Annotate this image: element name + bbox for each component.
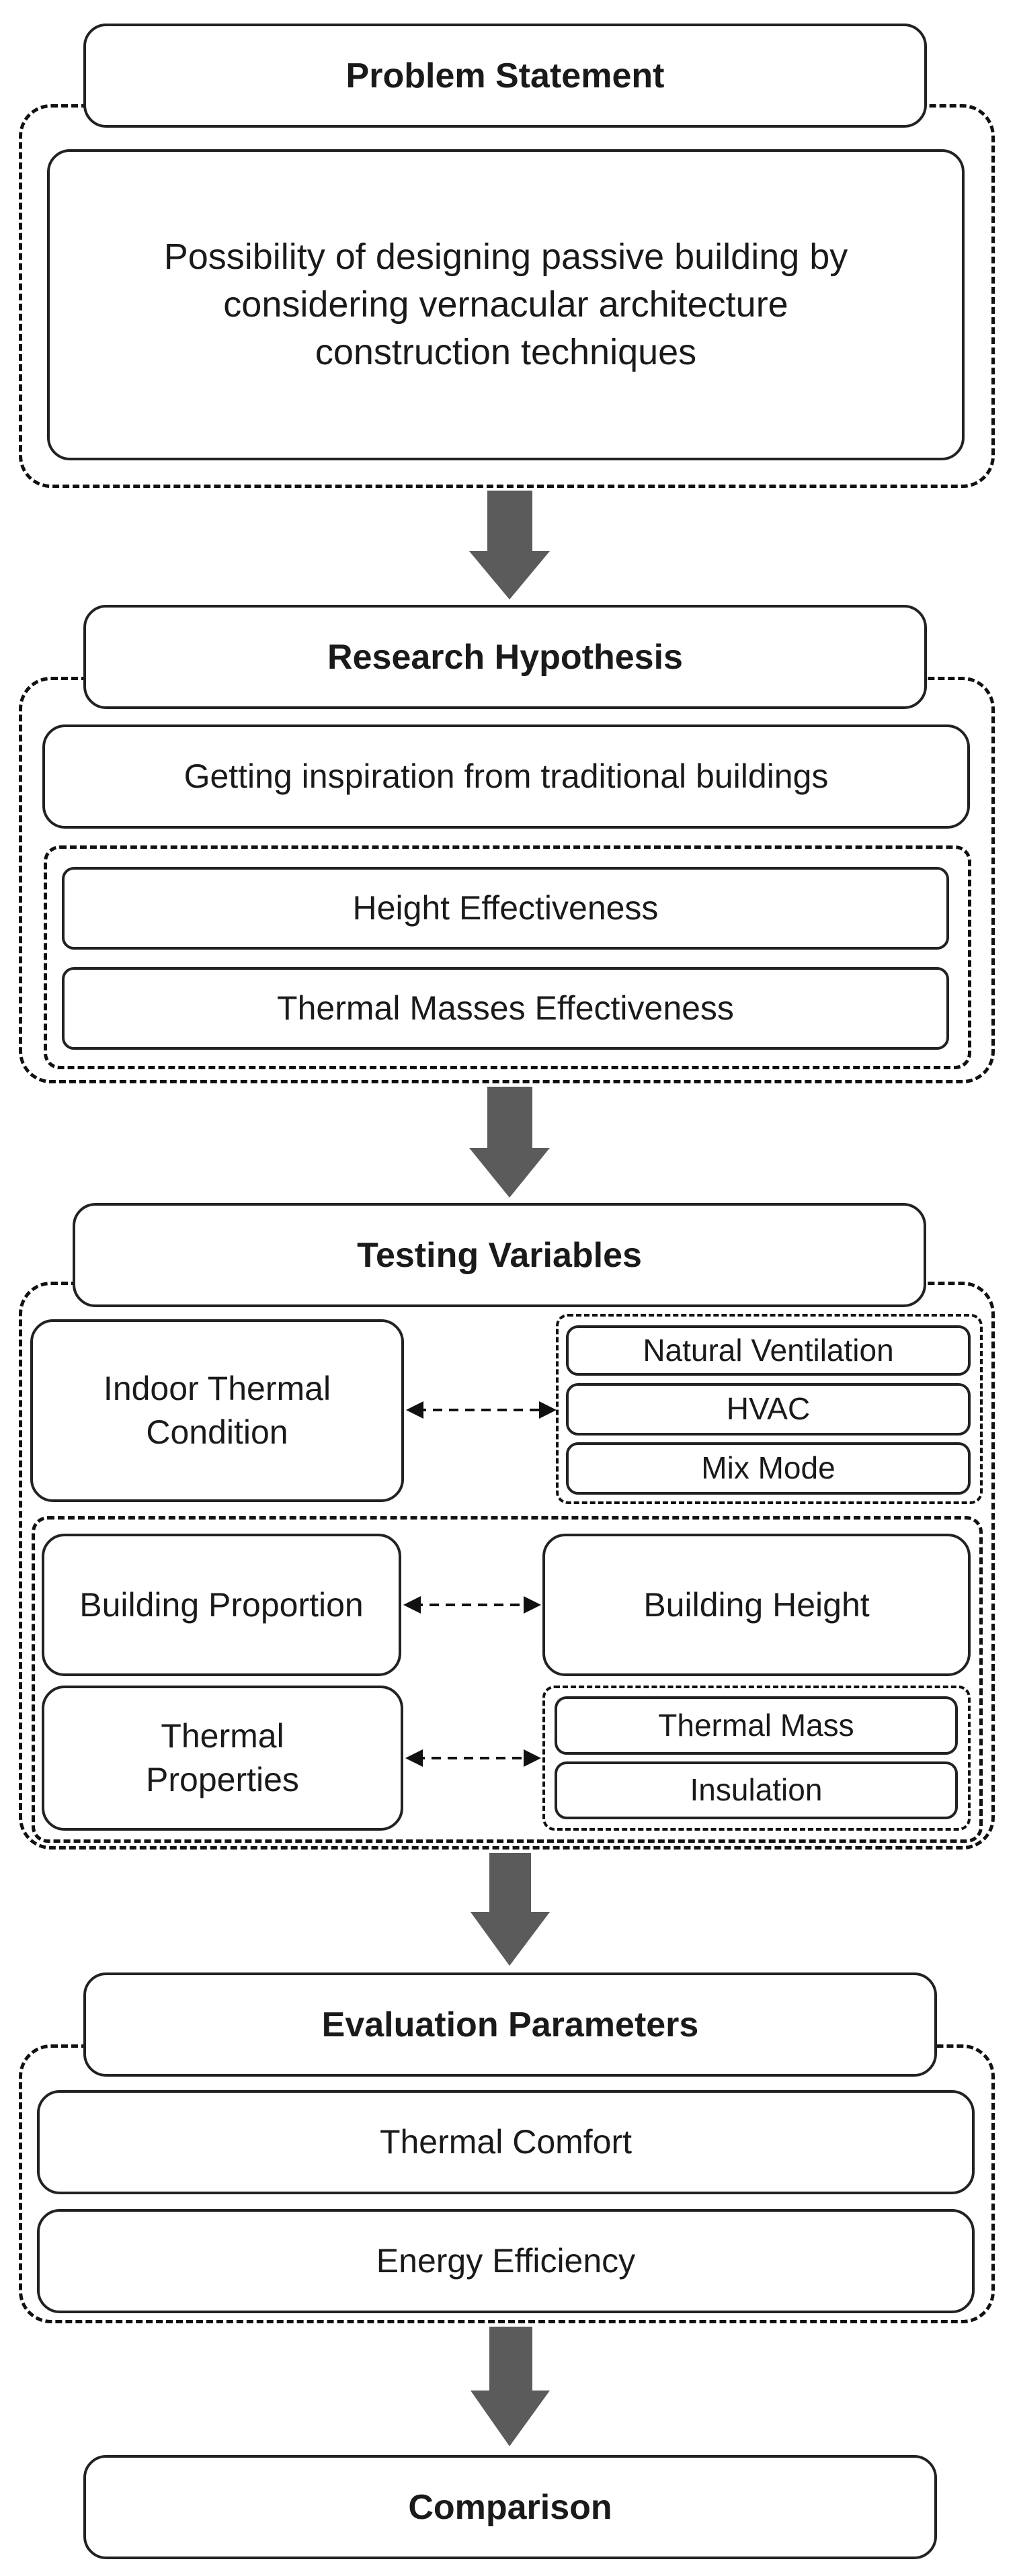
testing-variables-title: Testing Variables bbox=[357, 1235, 642, 1275]
natural-ventilation-text: Natural Ventilation bbox=[643, 1332, 894, 1368]
thermal-comfort-box: Thermal Comfort bbox=[37, 2090, 975, 2194]
inspiration-box: Getting inspiration from traditional bui… bbox=[42, 724, 970, 829]
hypothesis-items-group bbox=[44, 845, 971, 1069]
building-height-text: Building Height bbox=[643, 1585, 870, 1624]
height-effectiveness-box: Height Effectiveness bbox=[62, 867, 949, 950]
flow-arrow-4 bbox=[471, 2327, 550, 2446]
mix-mode-text: Mix Mode bbox=[701, 1450, 835, 1486]
energy-efficiency-box: Energy Efficiency bbox=[37, 2209, 975, 2313]
insulation-box: Insulation bbox=[555, 1761, 958, 1819]
comparison-box: Comparison bbox=[83, 2455, 937, 2559]
research-hypothesis-title: Research Hypothesis bbox=[327, 637, 683, 677]
modes-group bbox=[556, 1314, 983, 1504]
insulation-text: Insulation bbox=[690, 1772, 823, 1808]
building-proportion-box: Building Proportion bbox=[42, 1534, 401, 1676]
building-height-box: Building Height bbox=[542, 1534, 971, 1676]
evaluation-parameters-header: Evaluation Parameters bbox=[83, 1972, 937, 2077]
thermal-masses-effectiveness-box: Thermal Masses Effectiveness bbox=[62, 967, 949, 1050]
problem-statement-box: Possibility of designing passive buildin… bbox=[47, 149, 965, 460]
flow-arrow-2 bbox=[469, 1087, 550, 1198]
evaluation-parameters-title: Evaluation Parameters bbox=[321, 2005, 699, 2044]
problem-statement-text: Possibility of designing passive buildin… bbox=[163, 236, 848, 373]
building-group bbox=[32, 1516, 983, 1843]
indoor-thermal-condition-box: Indoor Thermal Condition bbox=[30, 1319, 404, 1502]
props-group bbox=[542, 1686, 971, 1831]
indoor-thermal-condition-text: Indoor Thermal Condition bbox=[103, 1370, 331, 1451]
mix-mode-box: Mix Mode bbox=[566, 1442, 971, 1495]
thermal-properties-box: Thermal Properties bbox=[42, 1686, 403, 1831]
thermal-masses-effectiveness-text: Thermal Masses Effectiveness bbox=[277, 989, 734, 1027]
height-effectiveness-text: Height Effectiveness bbox=[352, 889, 659, 927]
thermal-mass-box: Thermal Mass bbox=[555, 1696, 958, 1755]
problem-statement-header: Problem Statement bbox=[83, 24, 927, 128]
problem-statement-title: Problem Statement bbox=[345, 56, 665, 95]
hvac-box: HVAC bbox=[566, 1383, 971, 1436]
thermal-comfort-text: Thermal Comfort bbox=[379, 2123, 633, 2161]
energy-efficiency-text: Energy Efficiency bbox=[376, 2242, 636, 2280]
natural-ventilation-box: Natural Ventilation bbox=[566, 1325, 971, 1376]
inspiration-text: Getting inspiration from traditional bui… bbox=[184, 757, 829, 795]
research-hypothesis-header: Research Hypothesis bbox=[83, 605, 927, 709]
flow-arrow-3 bbox=[471, 1853, 550, 1966]
comparison-title: Comparison bbox=[408, 2487, 612, 2527]
testing-variables-header: Testing Variables bbox=[73, 1203, 926, 1307]
thermal-properties-text: Thermal Properties bbox=[146, 1717, 299, 1798]
building-proportion-text: Building Proportion bbox=[79, 1585, 364, 1624]
flow-arrow-1 bbox=[469, 491, 550, 599]
hvac-text: HVAC bbox=[726, 1391, 811, 1427]
thermal-mass-text: Thermal Mass bbox=[658, 1707, 854, 1743]
